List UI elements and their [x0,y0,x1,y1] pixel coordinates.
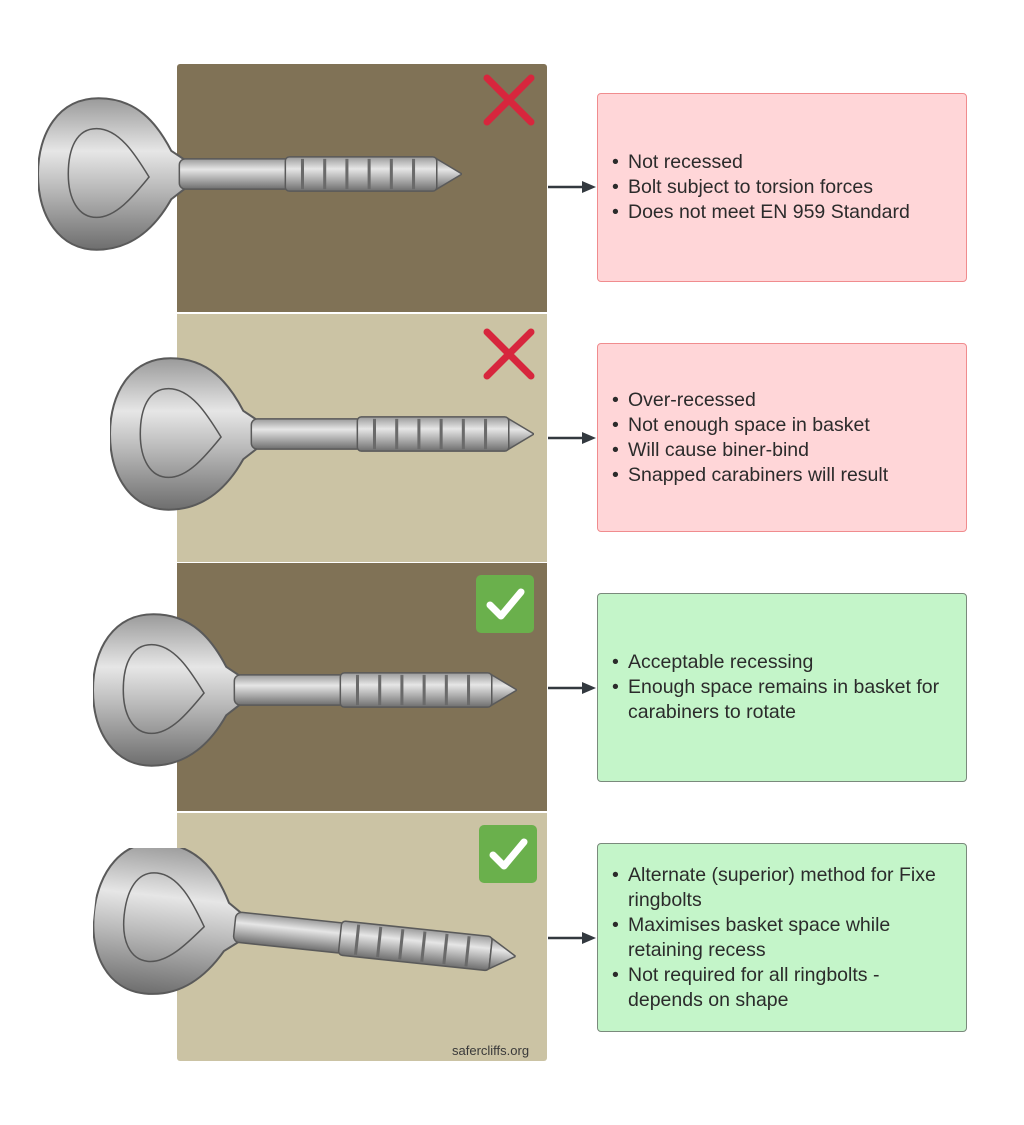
note-bullet: Not required for all ringbolts - depends… [612,963,956,1013]
note-bullet: Alternate (superior) method for Fixe rin… [612,863,956,913]
check-icon [479,825,537,883]
source-credit: safercliffs.org [452,1043,530,1058]
note-bullet: Enough space remains in basket for carab… [612,675,956,725]
arrow-icon [548,682,596,694]
ringbolt-image-row-1 [38,88,462,260]
note-bullet: Over-recessed [612,388,888,413]
note-bullet: Snapped carabiners will result [612,463,888,488]
ringbolt-image-row-4 [93,848,517,1020]
arrow-icon [548,932,596,944]
note-bullet: Maximises basket space while retaining r… [612,913,956,963]
note-box-row-4: Alternate (superior) method for Fixe rin… [597,843,967,1032]
arrow-icon [548,181,596,193]
cross-icon [483,328,535,380]
check-icon [476,575,534,633]
ringbolt-image-row-2 [110,348,534,520]
note-box-row-2: Over-recessed Not enough space in basket… [597,343,967,532]
note-bullet: Bolt subject to torsion forces [612,175,910,200]
arrow-icon [548,432,596,444]
note-box-row-1: Not recessed Bolt subject to torsion for… [597,93,967,282]
note-bullet: Not enough space in basket [612,413,888,438]
note-bullet: Will cause biner-bind [612,438,888,463]
note-bullet: Acceptable recessing [612,650,956,675]
note-bullet: Not recessed [612,150,910,175]
cross-icon [483,74,535,126]
note-bullet: Does not meet EN 959 Standard [612,200,910,225]
note-box-row-3: Acceptable recessing Enough space remain… [597,593,967,782]
ringbolt-image-row-3 [93,604,517,776]
